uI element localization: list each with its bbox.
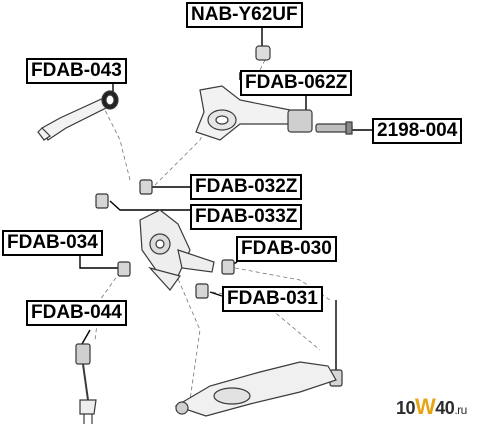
label-fdab-033z[interactable]: FDAB-033Z bbox=[190, 204, 303, 230]
leader-fdab-031 bbox=[209, 291, 223, 297]
label-fdab-034[interactable]: FDAB-034 bbox=[2, 230, 103, 256]
lower-control-arm bbox=[174, 361, 337, 417]
watermark-part3: 40 bbox=[435, 398, 455, 418]
guide-1 bbox=[104, 109, 131, 181]
label-fdab-062z[interactable]: FDAB-062Z bbox=[240, 70, 353, 96]
guide-6 bbox=[234, 267, 331, 301]
watermark-part1: 10 bbox=[396, 398, 416, 418]
label-nab-y62uf[interactable]: NAB-Y62UF bbox=[186, 2, 303, 28]
watermark-logo: 10W40.ru bbox=[396, 395, 467, 419]
upper-control-arm bbox=[195, 45, 353, 141]
label-fdab-044[interactable]: FDAB-044 bbox=[26, 300, 127, 326]
watermark-part4: .ru bbox=[454, 403, 467, 417]
bushing-031 bbox=[195, 283, 209, 299]
bushing-032z bbox=[139, 179, 153, 195]
bushing-030 bbox=[221, 259, 235, 275]
label-2198-004[interactable]: 2198-004 bbox=[372, 118, 463, 144]
label-fdab-030[interactable]: FDAB-030 bbox=[236, 236, 337, 262]
leader-fdab-033z bbox=[109, 200, 190, 211]
label-fdab-043[interactable]: FDAB-043 bbox=[26, 58, 127, 84]
knuckle bbox=[139, 209, 215, 291]
label-fdab-032z[interactable]: FDAB-032Z bbox=[190, 174, 303, 200]
stabilizer-link bbox=[75, 343, 97, 424]
bushing-033z bbox=[95, 193, 109, 209]
leader-lines bbox=[79, 28, 373, 370]
watermark-part2: W bbox=[415, 394, 436, 419]
label-fdab-031[interactable]: FDAB-031 bbox=[222, 286, 323, 312]
leader-fdab-044 bbox=[81, 329, 91, 345]
toe-link-arm bbox=[37, 90, 119, 141]
bushing-034 bbox=[117, 261, 131, 277]
